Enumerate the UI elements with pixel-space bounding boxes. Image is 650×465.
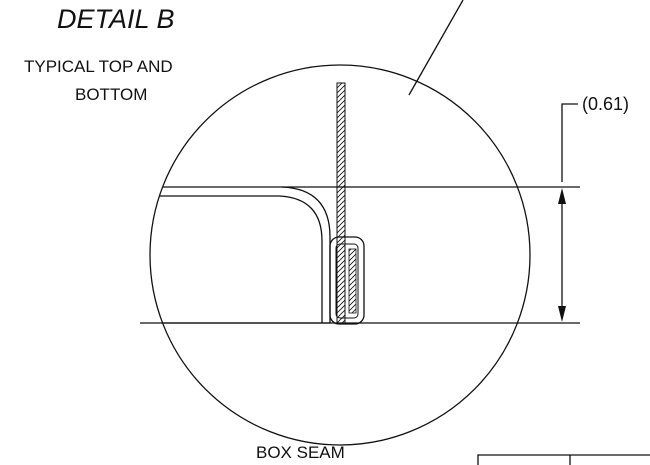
detail-caption: BOX SEAM <box>256 443 345 462</box>
detail-title: DETAIL B <box>57 4 175 34</box>
panel-inner-outline <box>150 195 323 323</box>
vertical-sheet <box>336 82 346 324</box>
panel-outer-outline <box>150 186 331 324</box>
leader-line <box>408 0 464 96</box>
seam-clip-hatch <box>348 248 357 314</box>
title-block-corner <box>477 454 650 465</box>
seam-clip-outer <box>329 236 365 325</box>
dimension-arrow-bottom <box>558 306 566 322</box>
seam-clip-inner <box>335 243 359 319</box>
dimension-arrow-top <box>558 188 566 204</box>
dimension-leader <box>561 103 578 182</box>
seam-section <box>150 186 331 324</box>
detail-subtitle-line1: TYPICAL TOP AND <box>24 57 173 76</box>
dimension-label: (0.61) <box>582 94 629 114</box>
detail-circle <box>149 64 531 446</box>
detail-subtitle-line2: BOTTOM <box>75 85 147 104</box>
